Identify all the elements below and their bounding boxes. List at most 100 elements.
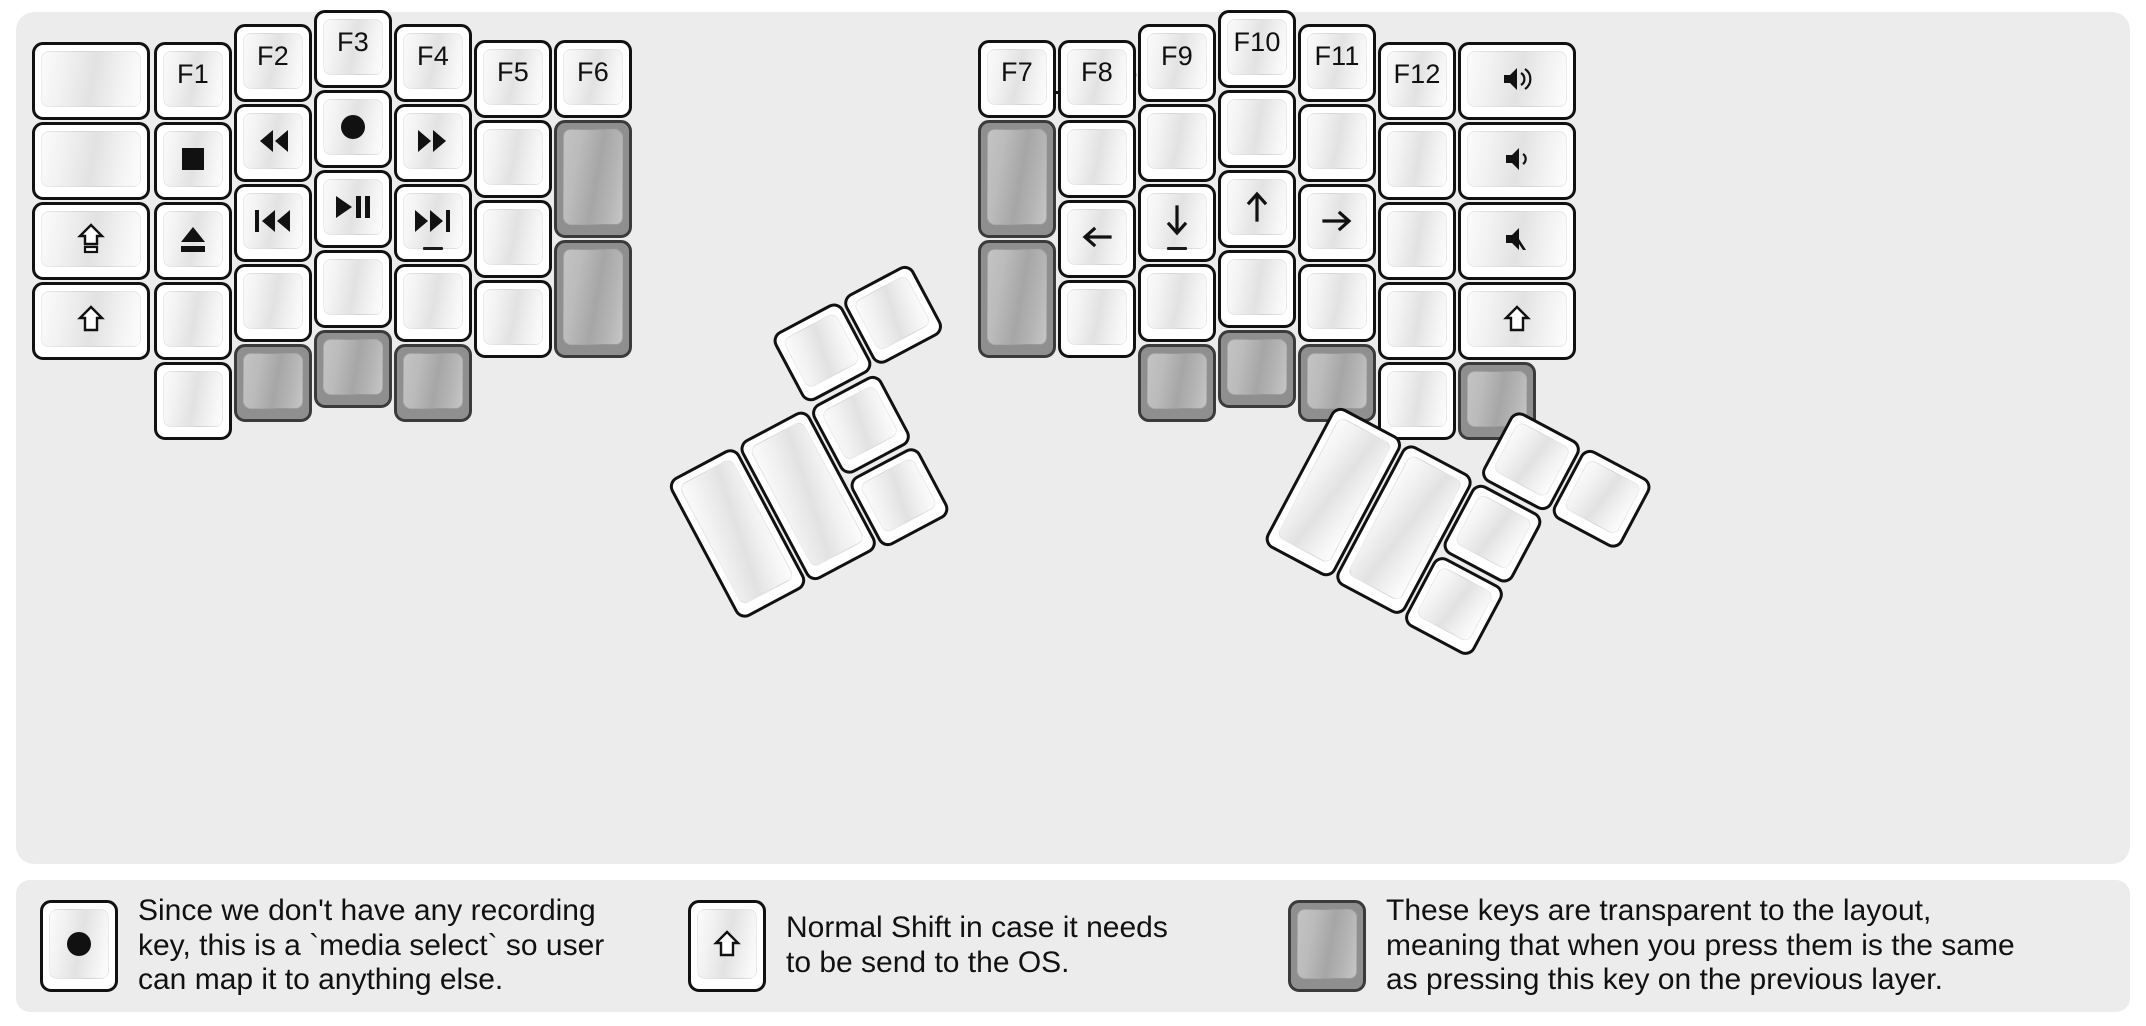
- keycap: [323, 179, 383, 235]
- keycap: [483, 289, 543, 345]
- key-blank[interactable]: [314, 250, 392, 328]
- keycap: F10: [1227, 19, 1287, 75]
- key-arrow-left[interactable]: [1058, 200, 1136, 278]
- key-blank[interactable]: [1058, 120, 1136, 198]
- key-blank[interactable]: [474, 200, 552, 278]
- key-arrow-right[interactable]: [1298, 184, 1376, 262]
- legend-item: These keys are transparent to the layout…: [1288, 894, 2015, 998]
- key-volume-up[interactable]: [1458, 42, 1576, 120]
- key-blank[interactable]: [1298, 264, 1376, 342]
- legend-key-media-record: [40, 900, 118, 992]
- keycap: [403, 273, 463, 329]
- keycap: [1453, 493, 1534, 571]
- key-shift[interactable]: [1458, 282, 1576, 360]
- keycap: [563, 129, 623, 225]
- key-media-fast-forward[interactable]: [394, 104, 472, 182]
- keycap: F6: [563, 49, 623, 105]
- key-f7[interactable]: F7: [978, 40, 1056, 118]
- key-volume-down[interactable]: [1458, 122, 1576, 200]
- key-blank[interactable]: [154, 362, 232, 440]
- keycap: [403, 353, 463, 409]
- keycap: [1467, 291, 1567, 347]
- key-transparent[interactable]: [978, 240, 1056, 358]
- key-label: F3: [337, 27, 369, 57]
- shift-icon: [713, 930, 741, 958]
- key-media-play-pause[interactable]: [314, 170, 392, 248]
- key-label: F2: [257, 41, 289, 71]
- key-blank[interactable]: [474, 120, 552, 198]
- key-label: F1: [177, 59, 209, 89]
- key-volume-mute[interactable]: [1458, 202, 1576, 280]
- key-blank[interactable]: [1138, 264, 1216, 342]
- keycap: [1227, 179, 1287, 235]
- keycap: [403, 113, 463, 169]
- key-f5[interactable]: F5: [474, 40, 552, 118]
- key-f10[interactable]: F10: [1218, 10, 1296, 88]
- key-blank[interactable]: [32, 42, 150, 120]
- key-media-rewind[interactable]: [234, 104, 312, 182]
- key-caps-lock[interactable]: [32, 202, 150, 280]
- key-blank[interactable]: [1378, 282, 1456, 360]
- key-blank[interactable]: [1298, 104, 1376, 182]
- key-f3[interactable]: F3: [314, 10, 392, 88]
- keycap: F12: [1387, 51, 1447, 107]
- legend-key-sample: [688, 900, 766, 992]
- media-play-pause-icon: [335, 194, 372, 220]
- key-arrow-down[interactable]: [1138, 184, 1216, 262]
- key-transparent[interactable]: [1218, 330, 1296, 408]
- keycap: [1147, 113, 1207, 169]
- keycap: [1467, 211, 1567, 267]
- key-arrow-up[interactable]: [1218, 170, 1296, 248]
- key-f2[interactable]: F2: [234, 24, 312, 102]
- key-media-eject[interactable]: [154, 202, 232, 280]
- key-label: F8: [1081, 57, 1113, 87]
- key-f4[interactable]: F4: [394, 24, 472, 102]
- key-media-previous[interactable]: [234, 184, 312, 262]
- key-media-next[interactable]: [394, 184, 472, 262]
- key-blank[interactable]: [154, 282, 232, 360]
- key-f9[interactable]: F9: [1138, 24, 1216, 102]
- key-blank[interactable]: [32, 122, 150, 200]
- keycap: [163, 131, 223, 187]
- key-transparent[interactable]: [1298, 344, 1376, 422]
- key-media-stop[interactable]: [154, 122, 232, 200]
- keycap: [1307, 273, 1367, 329]
- keycap: [781, 311, 862, 390]
- key-transparent[interactable]: [1138, 344, 1216, 422]
- key-blank[interactable]: [234, 264, 312, 342]
- key-transparent[interactable]: [554, 240, 632, 358]
- key-blank[interactable]: [394, 264, 472, 342]
- key-blank[interactable]: [1138, 104, 1216, 182]
- key-blank[interactable]: [1218, 90, 1296, 168]
- key-blank[interactable]: [1058, 280, 1136, 358]
- key-shift[interactable]: [32, 282, 150, 360]
- key-transparent[interactable]: [394, 344, 472, 422]
- legend-panel: Since we don't have any recording key, t…: [16, 880, 2130, 1012]
- keycap: F4: [403, 33, 463, 89]
- key-media-record[interactable]: [314, 90, 392, 168]
- key-blank[interactable]: [474, 280, 552, 358]
- key-blank[interactable]: [1218, 250, 1296, 328]
- key-transparent[interactable]: [314, 330, 392, 408]
- legend-key-sample: [40, 900, 118, 992]
- key-blank[interactable]: [1378, 362, 1456, 440]
- key-transparent[interactable]: [978, 120, 1056, 238]
- key-f11[interactable]: F11: [1298, 24, 1376, 102]
- key-f1[interactable]: F1: [154, 42, 232, 120]
- keycap: [697, 909, 757, 979]
- key-underline-marker: [423, 247, 443, 250]
- key-blank[interactable]: [1378, 122, 1456, 200]
- key-transparent[interactable]: [554, 120, 632, 238]
- key-f8[interactable]: F8: [1058, 40, 1136, 118]
- keycap: [403, 193, 463, 249]
- key-label: F7: [1001, 57, 1033, 87]
- key-f12[interactable]: F12: [1378, 42, 1456, 120]
- legend-item: Since we don't have any recording key, t…: [40, 894, 604, 998]
- key-blank[interactable]: [1378, 202, 1456, 280]
- keycap: [243, 193, 303, 249]
- media-record-icon: [339, 113, 367, 141]
- key-f6[interactable]: F6: [554, 40, 632, 118]
- key-transparent[interactable]: [234, 344, 312, 422]
- keycap: F8: [1067, 49, 1127, 105]
